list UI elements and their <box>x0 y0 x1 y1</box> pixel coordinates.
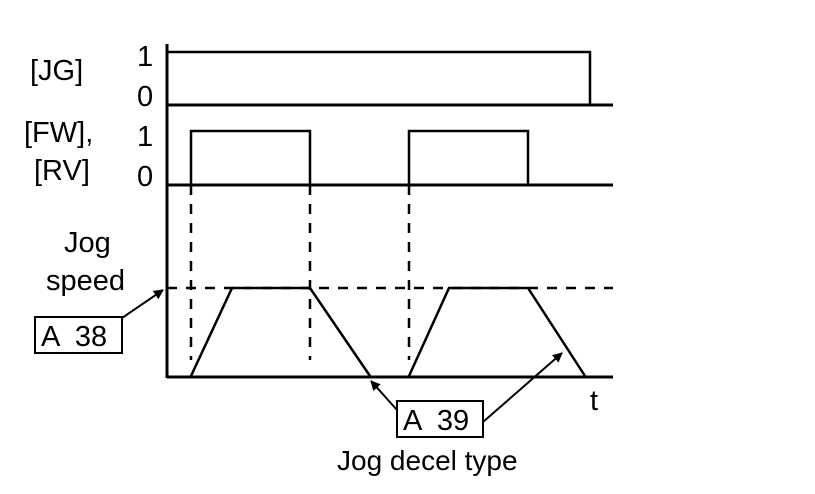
fw-signal-label: [FW], <box>24 117 93 149</box>
a38-param-box <box>34 316 123 354</box>
jog-speed-label-line2: speed <box>46 265 125 297</box>
fwrv-pulse-2 <box>407 129 530 185</box>
jg-high-level-label: 1 <box>137 41 153 73</box>
fwrv-pulse-1 <box>189 129 312 185</box>
a39-arrow-to-decel-2 <box>482 352 563 423</box>
time-axis-label: t <box>590 385 598 417</box>
a39-param-label: A 39 <box>403 405 469 437</box>
a38-arrow <box>121 289 164 319</box>
a39-arrow-to-decel-1 <box>370 380 398 411</box>
fwrv-low-level-label: 0 <box>137 161 153 193</box>
jog-speed-label-line1: Jog <box>64 227 111 259</box>
a38-param-label: A 38 <box>41 321 107 353</box>
speed-profile-1 <box>189 286 372 377</box>
jg-waveform <box>167 50 592 105</box>
jg-signal-label: [JG] <box>30 55 83 87</box>
a39-param-box <box>396 400 484 438</box>
rv-signal-label: [RV] <box>34 155 90 187</box>
jg-low-level-label: 0 <box>137 81 153 113</box>
fwrv-high-level-label: 1 <box>137 121 153 153</box>
speed-profile-2 <box>407 286 587 377</box>
jog-decel-type-caption: Jog decel type <box>337 445 518 476</box>
